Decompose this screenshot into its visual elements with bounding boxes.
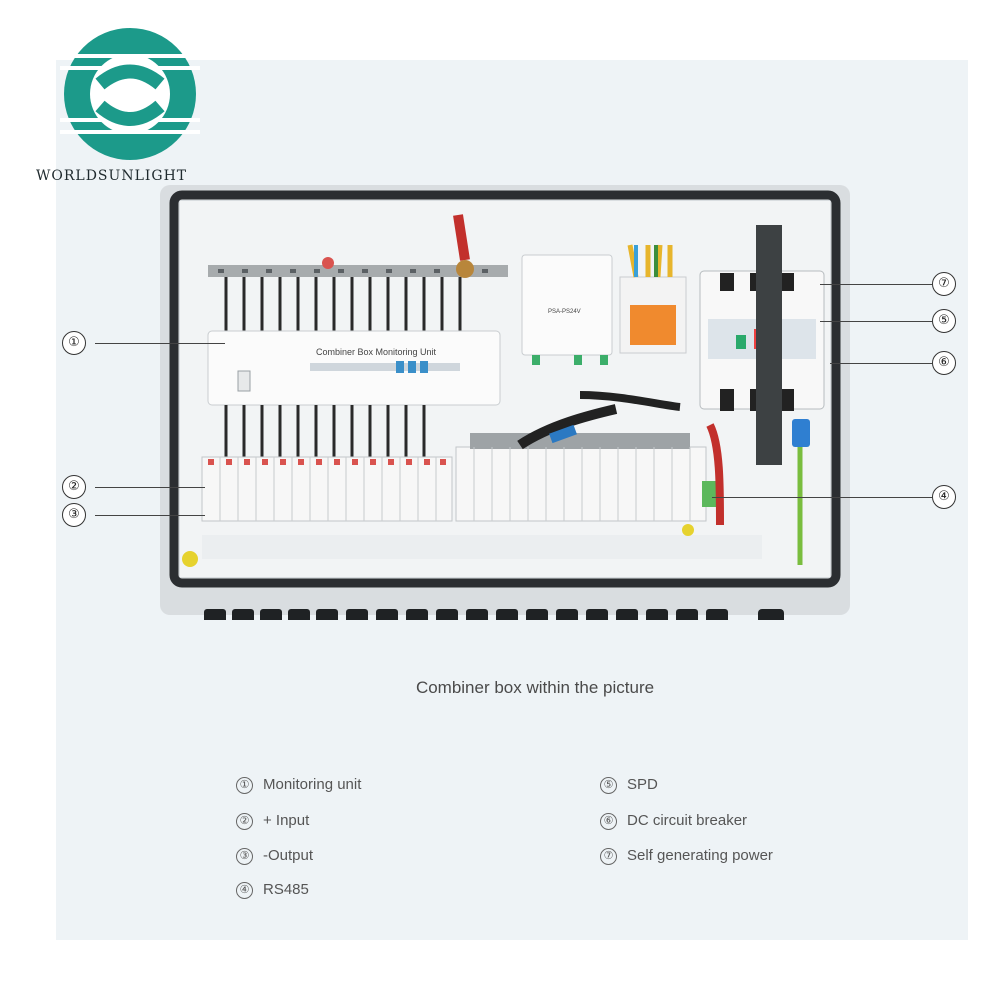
legend-label: -Output — [263, 847, 314, 864]
combiner-box-illustration: Combiner Box Monitoring Unit — [160, 185, 850, 620]
power-module-device-label: PSA-PS24V — [548, 309, 581, 315]
callout-5-line — [820, 321, 932, 322]
legend-item-spd: ⑤ SPD — [600, 776, 658, 794]
callout-4-line — [712, 497, 932, 498]
callout-1-number: ① — [62, 331, 86, 355]
callout-6-number: ⑥ — [932, 351, 956, 375]
figure-caption: Combiner box within the picture — [415, 678, 655, 697]
legend-label: RS485 — [263, 881, 309, 898]
callout-1-line — [95, 343, 225, 344]
monitoring-unit-device-label: Combiner Box Monitoring Unit — [316, 347, 437, 357]
legend-item-output: ③ -Output — [236, 847, 313, 865]
legend-item-monitoring-unit: ① Monitoring unit — [236, 776, 361, 794]
legend-label: Self generating power — [627, 847, 773, 864]
legend-number: ⑥ — [600, 813, 617, 830]
legend-number: ③ — [236, 848, 253, 865]
callout-4-number: ④ — [932, 485, 956, 509]
legend-number: ⑤ — [600, 777, 617, 794]
callout-3-line — [95, 515, 205, 516]
callout-2-line — [95, 487, 205, 488]
callout-3-number: ③ — [62, 503, 86, 527]
legend-item-dc-circuit-breaker: ⑥ DC circuit breaker — [600, 812, 747, 830]
callout-5-number: ⑤ — [932, 309, 956, 333]
legend-label: DC circuit breaker — [627, 812, 748, 829]
legend: ① Monitoring unit ② + Input ③ -Output ④ RS48… — [236, 776, 876, 916]
legend-label: SPD — [627, 776, 658, 793]
callout-6-line — [830, 363, 932, 364]
legend-item-self-generating-power: ⑦ Self generating power — [600, 847, 773, 865]
legend-number: ① — [236, 777, 253, 794]
legend-item-rs485: ④ RS485 — [236, 881, 309, 899]
callout-7-line — [820, 284, 932, 285]
callout-7-number: ⑦ — [932, 272, 956, 296]
brand-name: WORLDSUNLIGHT — [36, 168, 188, 184]
legend-number: ④ — [236, 882, 253, 899]
legend-number: ② — [236, 813, 253, 830]
legend-label: Monitoring unit — [263, 776, 362, 793]
worldsunlight-logo-icon — [60, 28, 200, 160]
legend-item-input: ② + Input — [236, 812, 309, 830]
legend-number: ⑦ — [600, 848, 617, 865]
legend-label: + Input — [263, 812, 310, 829]
callout-2-number: ② — [62, 475, 86, 499]
